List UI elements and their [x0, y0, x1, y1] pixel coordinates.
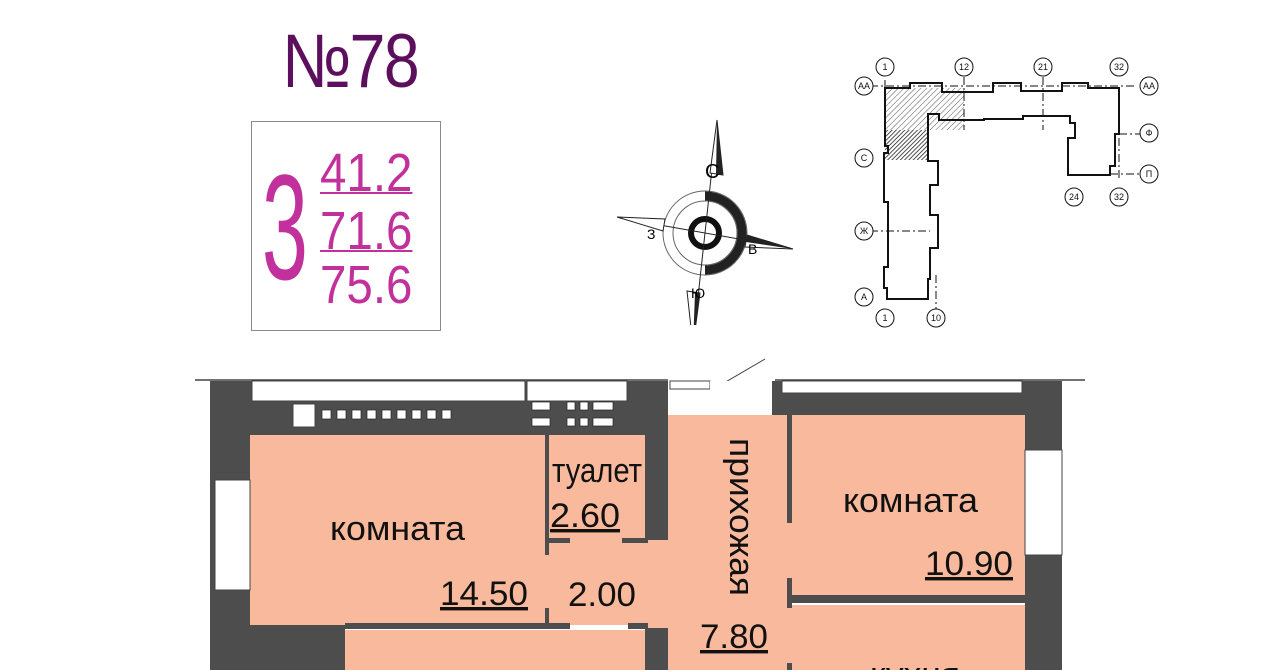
room-area: 14.50 — [440, 575, 528, 613]
row-label: Ф — [1146, 128, 1153, 138]
rooms-count: 3 — [262, 143, 308, 311]
compass-east: В — [748, 241, 757, 257]
compass-west: З — [647, 226, 655, 242]
axis-label: 21 — [1038, 62, 1048, 72]
axis-label: 32 — [1114, 192, 1124, 202]
compass-south: Ю — [691, 285, 705, 301]
total-area-with-balcony: 75.6 — [320, 255, 413, 315]
axis-label: 12 — [959, 62, 969, 72]
axis-label: 1 — [882, 62, 887, 72]
row-label: А — [861, 292, 867, 302]
row-label: АА — [1143, 81, 1155, 91]
room-name: туалет — [552, 452, 642, 490]
apartment-number: №78 — [281, 19, 420, 104]
room-name: кухня — [870, 656, 960, 670]
axis-label: 24 — [1069, 192, 1079, 202]
row-label: Ж — [860, 226, 869, 236]
room-name: комната — [843, 482, 978, 520]
room-name: прихожая — [722, 438, 760, 596]
axis-label: 1 — [882, 313, 887, 323]
room-area: 7.80 — [700, 618, 768, 656]
row-label: АА — [858, 81, 870, 91]
room-area: 10.90 — [925, 545, 1013, 583]
room-area: 2.60 — [550, 497, 620, 535]
key-plan: 1 12 21 32 1 10 24 32 АА С Ж А АА Ф П — [854, 57, 1159, 328]
floor-plan: комната 14.50 туалет 2.60 2.00 прихожая … — [195, 358, 1085, 670]
total-area: 71.6 — [320, 201, 413, 261]
row-label: П — [1146, 169, 1152, 179]
room-area: 2.00 — [568, 576, 636, 614]
living-area: 41.2 — [320, 143, 413, 203]
area-summary-box: 3 41.2 71.6 75.6 — [251, 121, 441, 331]
room-name: комната — [330, 510, 465, 548]
axis-label: 32 — [1114, 62, 1124, 72]
compass-icon: С Ю З В — [616, 119, 794, 325]
axis-label: 10 — [931, 313, 941, 323]
compass-north: С — [705, 161, 719, 183]
row-label: С — [861, 153, 868, 163]
